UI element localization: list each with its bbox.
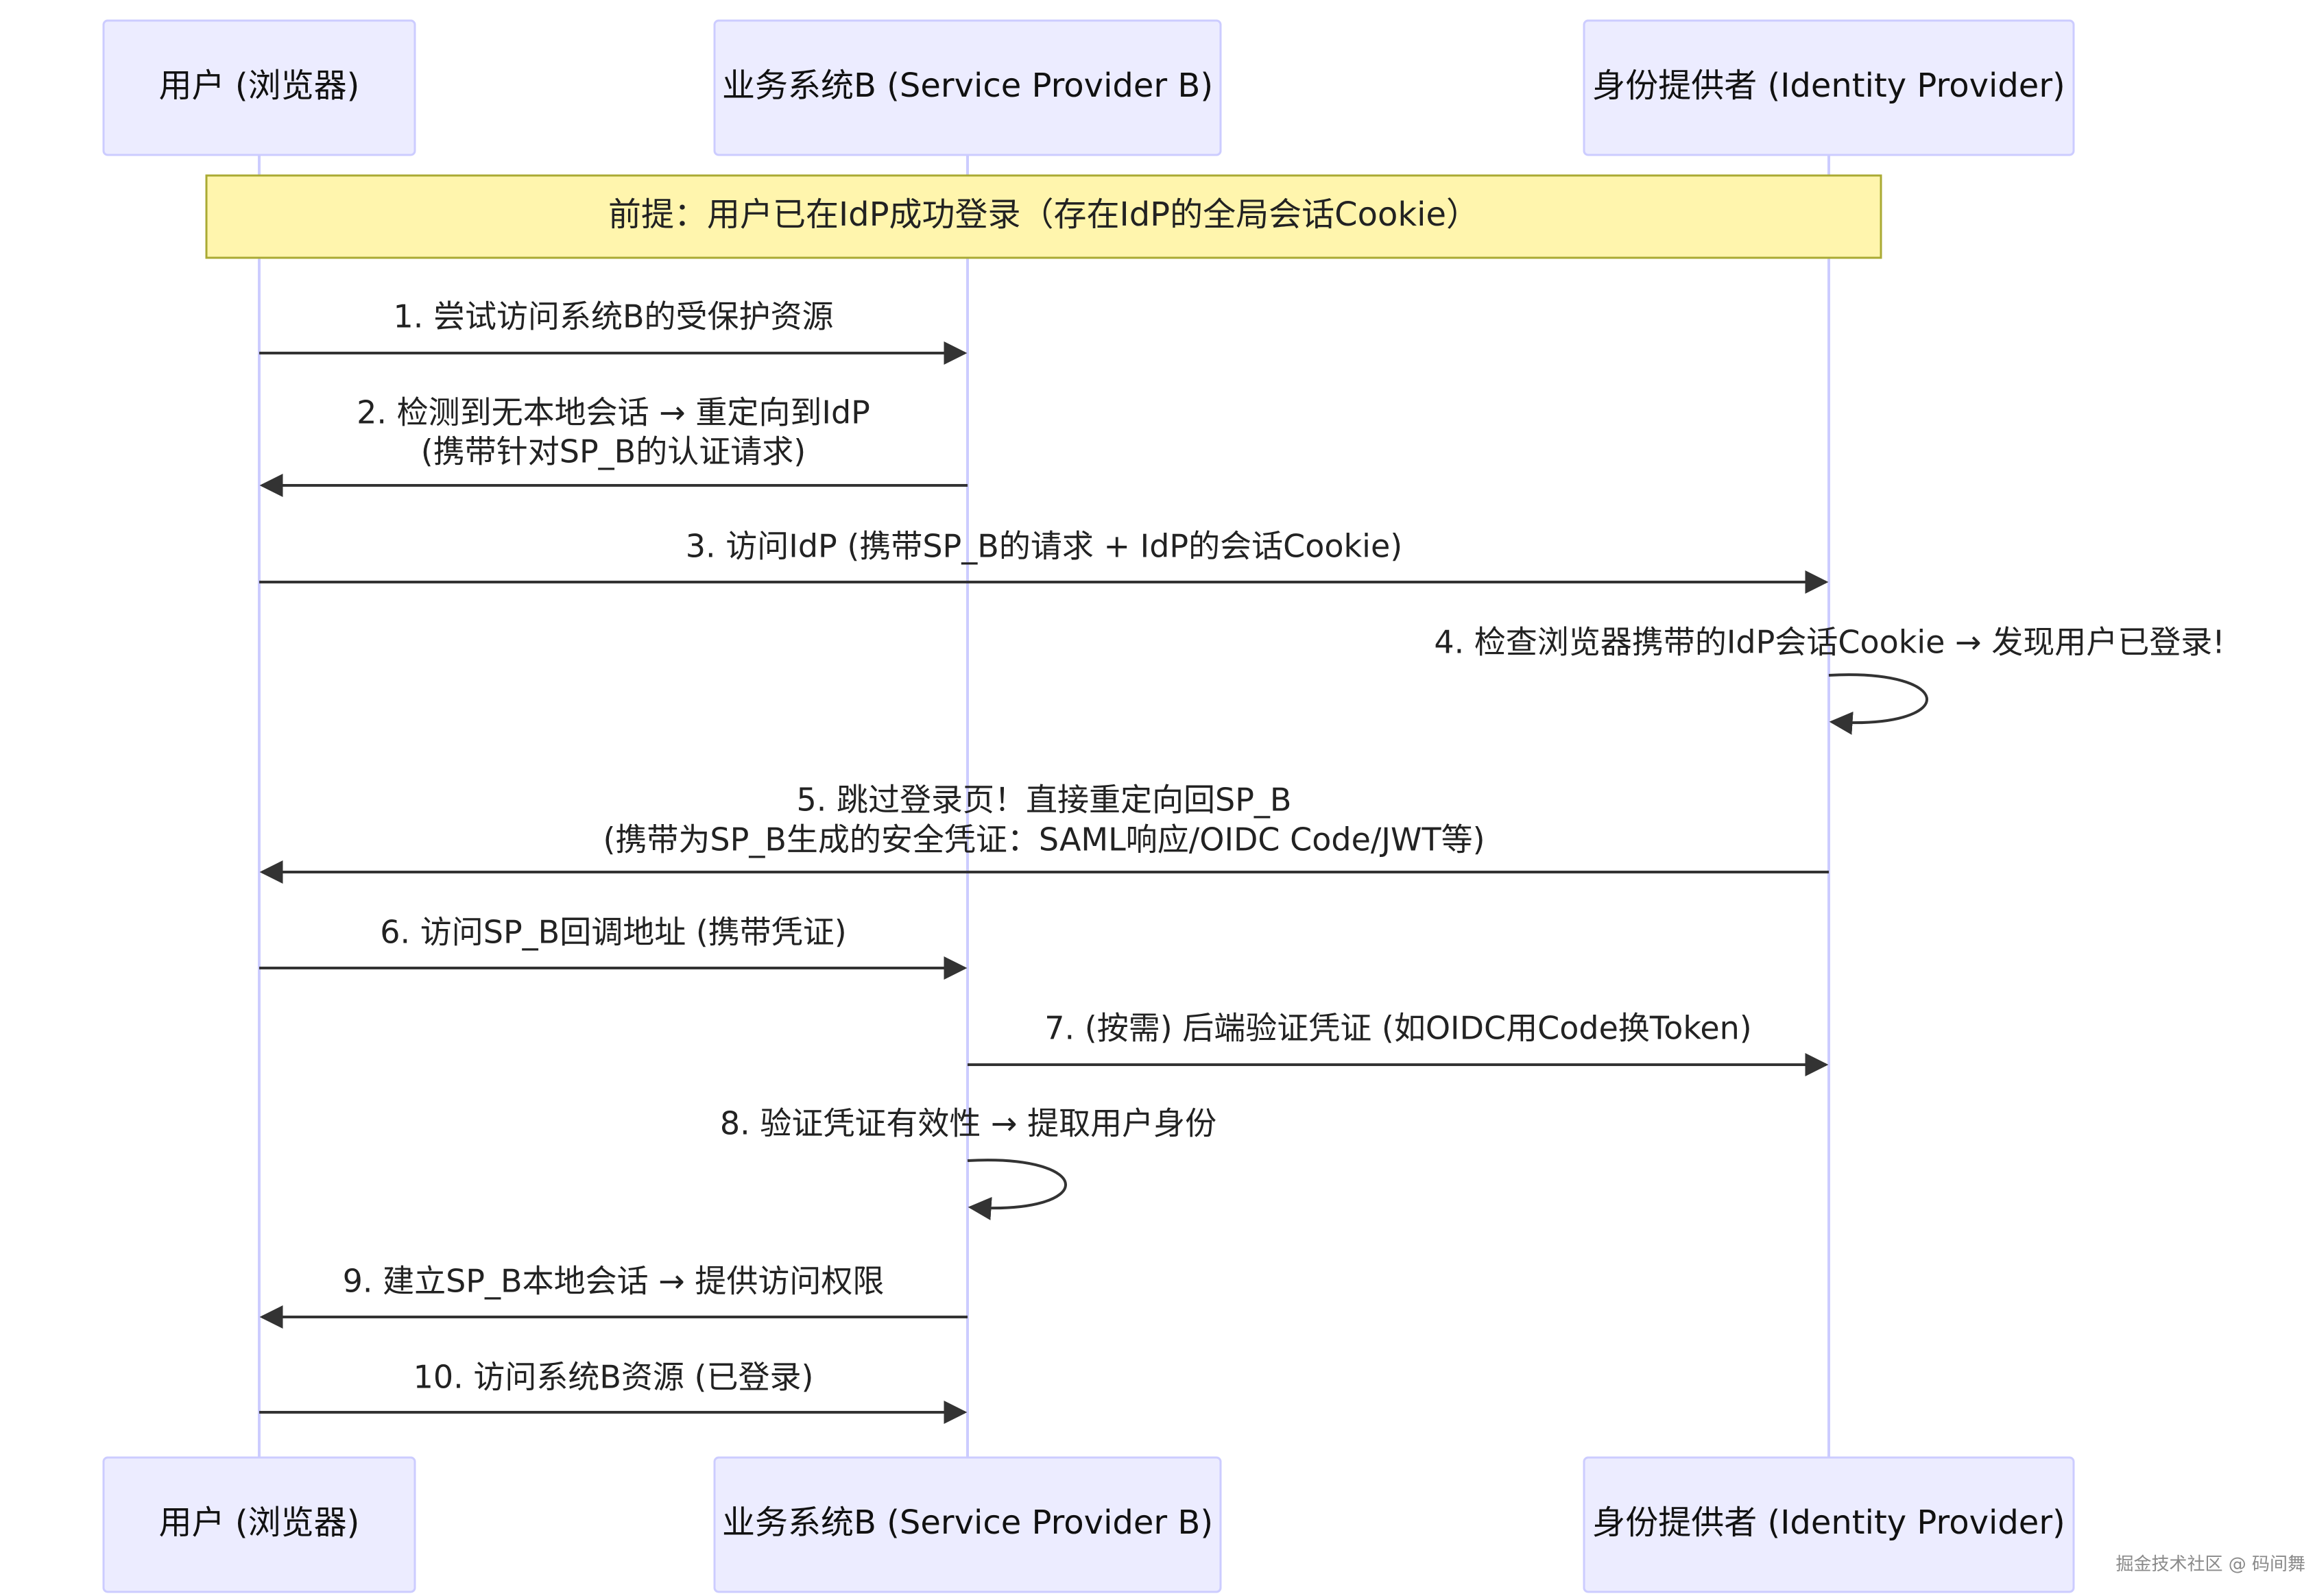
message-8-label: 8. 验证凭证有效性 → 提取用户身份 xyxy=(720,1105,1216,1142)
message-1: 1. 尝试访问系统B的受保护资源 xyxy=(259,298,968,365)
message-1-label: 1. 尝试访问系统B的受保护资源 xyxy=(393,298,833,335)
watermark-text: 掘金技术社区 @ 码间舞 xyxy=(2115,1554,2305,1575)
message-8: 8. 验证凭证有效性 → 提取用户身份 xyxy=(720,1105,1216,1220)
actor-box-idp-top xyxy=(1583,19,2075,156)
actor-label-sp_b-top: 业务系统B (Service Provider B) xyxy=(722,66,1213,105)
actor-label-sp_b-bottom: 业务系统B (Service Provider B) xyxy=(722,1503,1213,1542)
message-9: 9. 建立SP_B本地会话 → 提供访问权限 xyxy=(259,1263,968,1329)
message-5: 5. 跳过登录页！直接重定向回SP_B(携带为SP_B生成的安全凭证：SAML响… xyxy=(259,782,1829,884)
message-7: 7. (按需) 后端验证凭证 (如OIDC用Code换Token) xyxy=(968,1010,1829,1076)
message-10-label: 10. 访问系统B资源 (已登录) xyxy=(413,1359,814,1396)
precondition-note-text: 前提：用户已在IdP成功登录（存在IdP的全局会话Cookie） xyxy=(608,195,1479,234)
actor-box-sp_b-top xyxy=(713,19,1222,156)
actor-label-idp-bottom: 身份提供者 (Identity Provider) xyxy=(1592,1503,2065,1542)
message-4-label: 4. 检查浏览器携带的IdP会话Cookie → 发现用户已登录! xyxy=(1434,624,2224,661)
message-2-label: 2. 检测到无本地会话 → 重定向到IdP xyxy=(357,394,870,431)
message-10: 10. 访问系统B资源 (已登录) xyxy=(259,1359,968,1424)
message-3-label: 3. 访问IdP (携带SP_B的请求 + IdP的会话Cookie) xyxy=(686,528,1402,565)
message-2-label: (携带针对SP_B的认证请求) xyxy=(421,433,806,470)
message-5-label: 5. 跳过登录页！直接重定向回SP_B xyxy=(796,782,1291,819)
message-5-label: (携带为SP_B生成的安全凭证：SAML响应/OIDC Code/JWT等) xyxy=(603,821,1485,858)
actor-box-user-top xyxy=(102,19,416,156)
message-6-label: 6. 访问SP_B回调地址 (携带凭证) xyxy=(380,914,847,951)
actor-box-idp-bottom xyxy=(1583,1456,2075,1593)
actor-box-sp_b-bottom xyxy=(713,1456,1222,1593)
actor-box-user-bottom xyxy=(102,1456,416,1593)
message-2: 2. 检测到无本地会话 → 重定向到IdP(携带针对SP_B的认证请求) xyxy=(259,394,968,497)
message-7-label: 7. (按需) 后端验证凭证 (如OIDC用Code换Token) xyxy=(1044,1010,1752,1047)
message-4-self-arrow xyxy=(1828,673,1928,735)
message-3: 3. 访问IdP (携带SP_B的请求 + IdP的会话Cookie) xyxy=(259,528,1829,594)
actor-label-idp-top: 身份提供者 (Identity Provider) xyxy=(1592,66,2065,105)
message-4: 4. 检查浏览器携带的IdP会话Cookie → 发现用户已登录! xyxy=(1434,624,2225,735)
message-8-self-arrow xyxy=(967,1159,1067,1220)
precondition-note xyxy=(205,174,1882,259)
actor-label-user-top: 用户 (浏览器) xyxy=(159,66,360,105)
message-9-label: 9. 建立SP_B本地会话 → 提供访问权限 xyxy=(343,1263,885,1300)
message-6: 6. 访问SP_B回调地址 (携带凭证) xyxy=(259,914,968,980)
actor-label-user-bottom: 用户 (浏览器) xyxy=(159,1503,360,1542)
